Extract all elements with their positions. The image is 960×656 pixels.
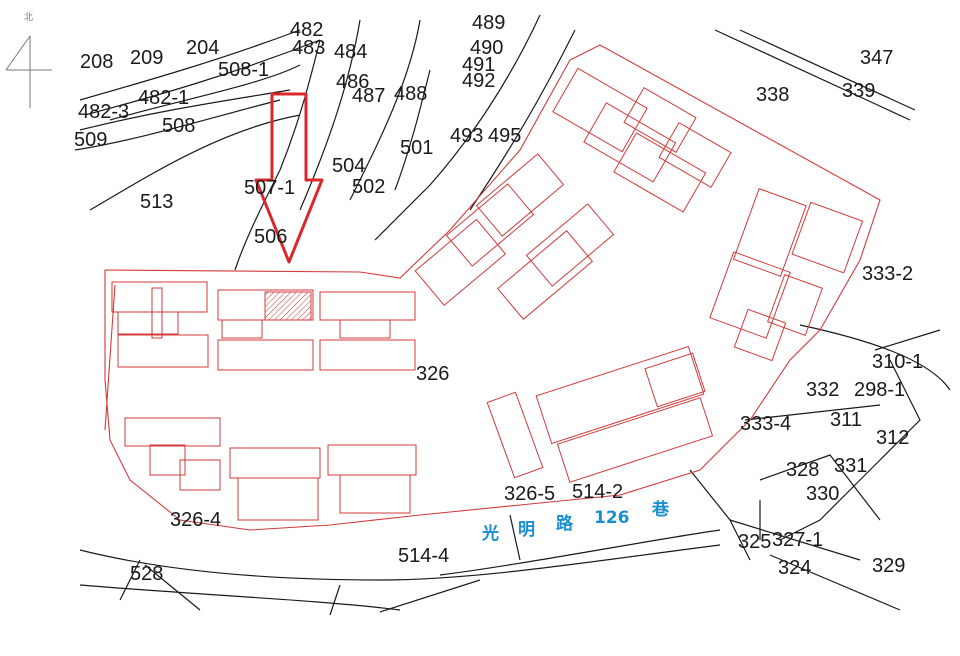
parcel-label: 492 — [462, 70, 496, 92]
parcel-label: 508 — [162, 115, 196, 137]
parcel-label: 491 — [462, 54, 496, 76]
parcel-label: 514-4 — [398, 545, 450, 567]
parcel-label: 482-3 — [78, 101, 130, 123]
down-arrow-icon — [254, 92, 324, 264]
road-name-char: 路 — [556, 514, 573, 534]
parcel-label: 331 — [834, 455, 868, 477]
parcel-label: 310-1 — [872, 351, 924, 373]
parcel-label: 326-4 — [170, 509, 222, 531]
parcel-label: 528 — [130, 563, 164, 585]
parcel-label: 501 — [400, 137, 434, 159]
parcel-label: 330 — [806, 483, 840, 505]
parcel-label: 504 — [332, 155, 366, 177]
parcel-label: 513 — [140, 191, 174, 213]
parcel-label: 329 — [872, 555, 906, 577]
parcel-label: 509 — [74, 129, 108, 151]
parcel-label: 298-1 — [854, 379, 906, 401]
parcel-label: 311 — [830, 409, 862, 431]
parcel-boundaries — [74, 14, 951, 616]
road-name-char: 巷 — [652, 500, 669, 520]
parcel-label: 483 — [292, 37, 326, 59]
parcel-label: 209 — [130, 47, 164, 69]
building-footprints — [111, 67, 864, 521]
parcel-label: 324 — [778, 557, 812, 579]
parcel-label: 484 — [334, 41, 368, 63]
parcel-label: 490 — [470, 37, 504, 59]
parcel-label: 487 — [352, 85, 386, 107]
parcel-label: 208 — [80, 51, 114, 73]
parcel-label: 312 — [876, 427, 910, 449]
road-name-char: 明 — [518, 520, 535, 540]
parcel-label: 332 — [806, 379, 840, 401]
parcel-label: 486 — [336, 71, 370, 93]
parcel-label: 339 — [842, 80, 876, 102]
parcel-label: 333-4 — [740, 413, 792, 435]
north-label: 北 — [24, 13, 34, 23]
parcel-label: 508-1 — [218, 59, 270, 81]
parcel-label: 328 — [786, 459, 820, 481]
parcel-label: 327-1 — [772, 529, 824, 551]
parcel-label: 489 — [472, 12, 506, 34]
parcel-label: 326-5 — [504, 483, 556, 505]
north-arrow-icon — [5, 35, 52, 108]
parcel-label: 482 — [290, 19, 324, 41]
parcel-label: 488 — [394, 83, 428, 105]
parcel-label: 347 — [860, 47, 894, 69]
target-parcel[interactable] — [264, 291, 312, 321]
parcel-label: 333-2 — [862, 263, 914, 285]
parcel-label: 338 — [756, 84, 790, 106]
parcel-label: 482-1 — [138, 87, 190, 109]
site-boundary — [104, 44, 881, 531]
road-name-char: 光 — [482, 524, 499, 544]
parcel-label: 326 — [416, 363, 450, 385]
parcel-label: 507-1 — [244, 177, 296, 199]
parcel-label: 325 — [738, 531, 772, 553]
parcel-label: 506 — [254, 226, 288, 248]
parcel-label: 495 — [488, 125, 522, 147]
parcel-label: 204 — [186, 37, 220, 59]
parcel-label: 502 — [352, 176, 386, 198]
parcel-label: 514-2 — [572, 481, 624, 503]
road-name-char: 126 — [594, 508, 630, 528]
parcel-label: 493 — [450, 125, 484, 147]
